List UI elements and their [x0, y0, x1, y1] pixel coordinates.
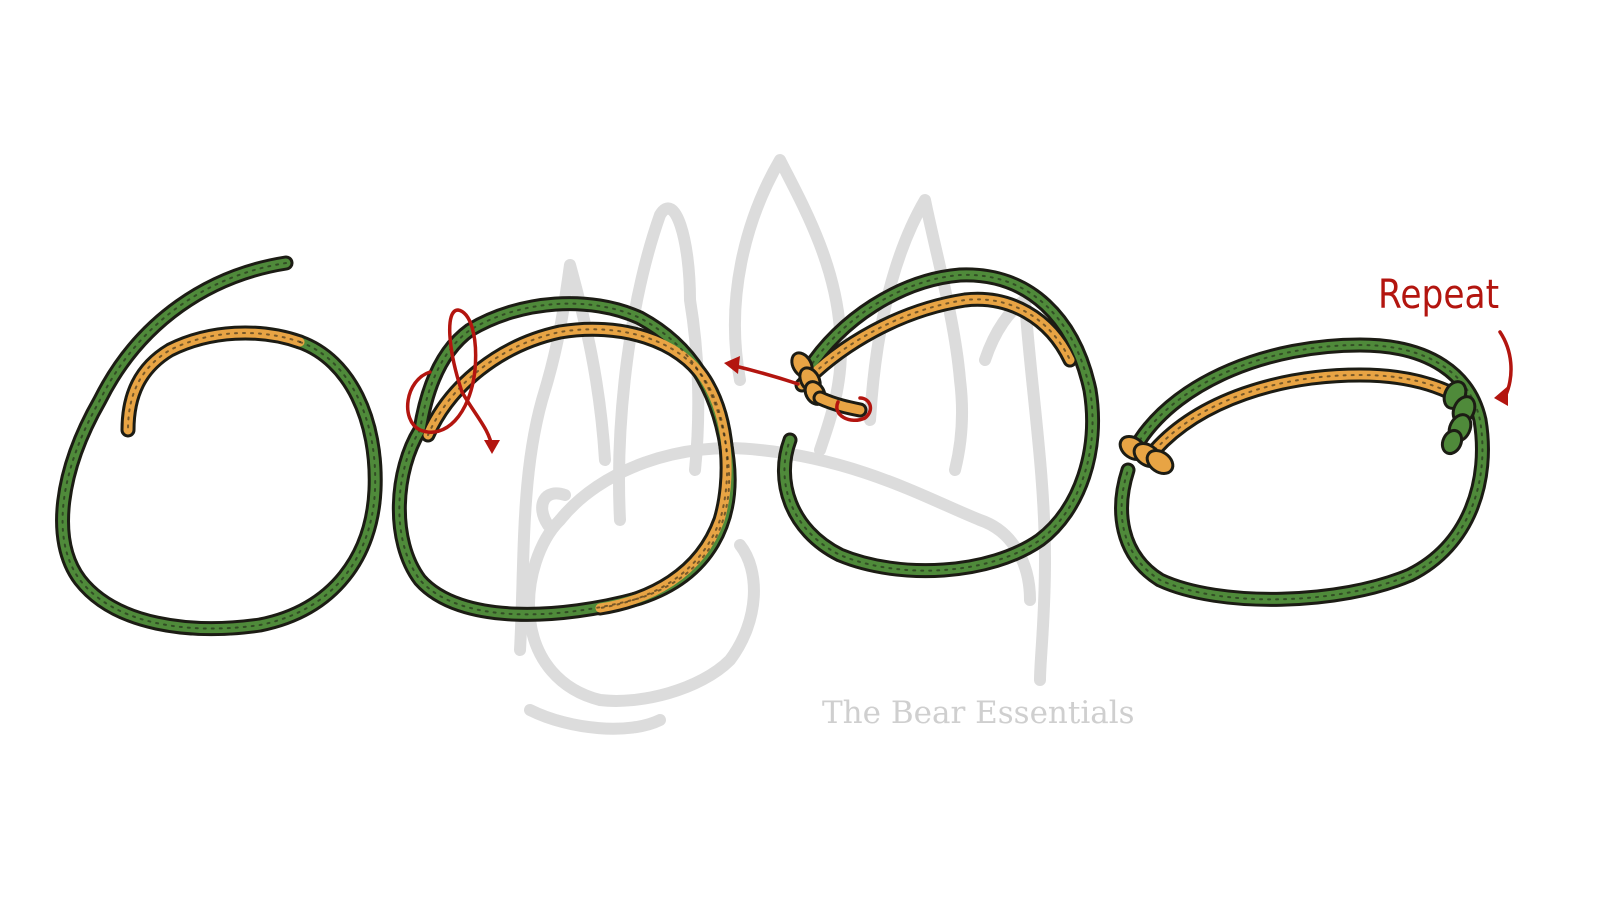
- step-2-wrap-arrow: [405, 308, 494, 450]
- step-4-knot: [1114, 330, 1513, 607]
- watermark-flame-4: [864, 194, 969, 476]
- step-4-left-knot-coil-3: [1145, 449, 1175, 475]
- watermark-flame-3: [729, 154, 847, 456]
- step-1-standing-part-fill: [58, 258, 380, 633]
- watermark-bear-ear: [536, 487, 571, 531]
- step-2-wrap-arrowhead: [484, 440, 500, 454]
- repeat-pointer-arrow: [1498, 330, 1513, 399]
- step-1-standing-part: [55, 255, 383, 636]
- step-3-pull-arrow: [733, 364, 873, 423]
- step-4-standing-part-texture: [1120, 343, 1484, 601]
- step-1-working-end-fill: [123, 328, 305, 435]
- watermark-flame-5: [979, 294, 1051, 686]
- step-4-right-knot: [1440, 380, 1477, 456]
- repeat-pointer-arrowhead: [1494, 386, 1508, 406]
- watermark-bear-head: [523, 514, 760, 707]
- step-3-knot: [724, 267, 1100, 579]
- step-4-working-end-texture: [1154, 373, 1456, 451]
- step-1-standing-part-texture: [61, 262, 377, 630]
- step-3-pull-arrowhead: [724, 356, 740, 374]
- step-4-left-knot: [1118, 435, 1175, 475]
- step-3-tail-fill: [815, 393, 865, 415]
- step-4-right-knot-coil-4: [1440, 428, 1464, 456]
- watermark-bear-snout: [524, 704, 666, 735]
- watermark-text: The Bear Essentials: [822, 695, 1135, 731]
- step-2-standing-part-texture: [398, 302, 731, 616]
- step-3-working-end-texture: [801, 298, 1071, 386]
- step-3-standing-part-texture: [783, 273, 1094, 572]
- step-1-working-end-texture: [127, 331, 301, 431]
- step-2-working-end-texture: [427, 328, 729, 609]
- step-1-working-end: [120, 325, 308, 438]
- step-2-knot: [391, 296, 737, 622]
- watermark-bear-body: [554, 442, 1036, 606]
- step-1-knot: [55, 255, 383, 636]
- repeat-annotation: Repeat: [1378, 272, 1500, 318]
